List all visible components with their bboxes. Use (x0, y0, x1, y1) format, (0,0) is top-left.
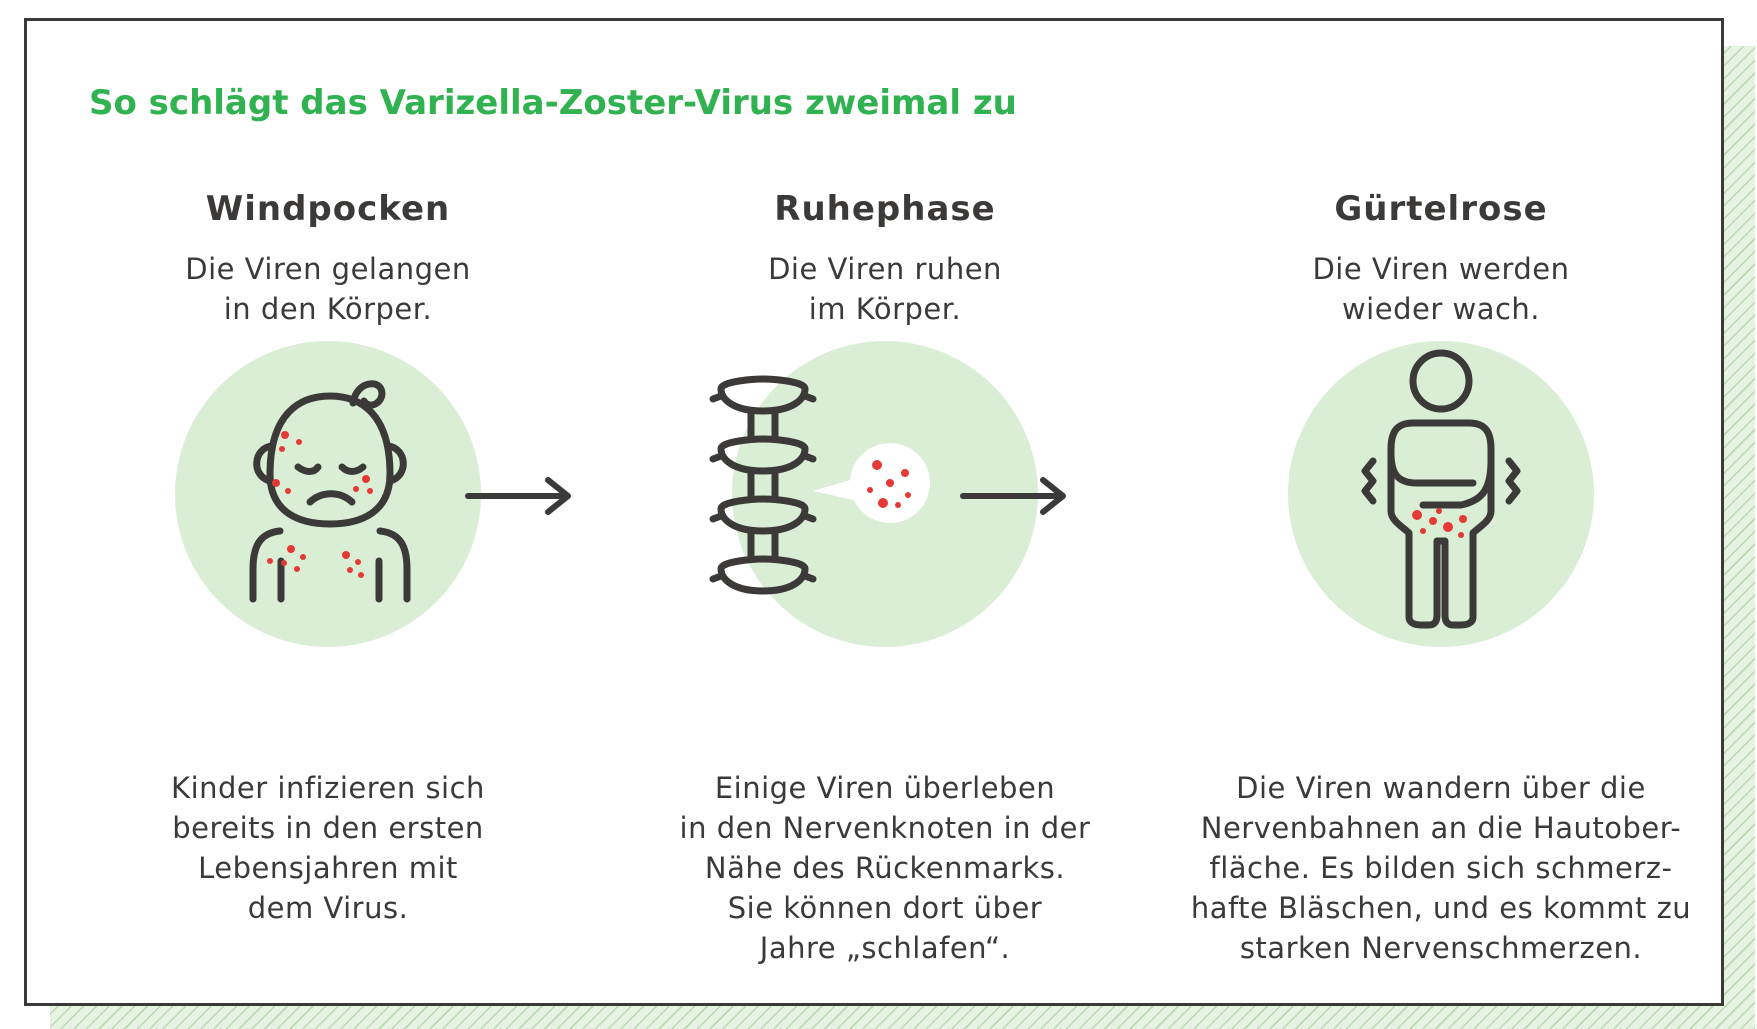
infographic-title: So schlägt das Varizella-Zoster-Virus zw… (89, 83, 1017, 123)
spine-with-virus-icon (709, 341, 1038, 647)
step-subtitle: Die Viren werden wieder wach. (1312, 252, 1570, 326)
child-with-rash-icon (175, 341, 481, 647)
step-description: Kinder infizieren sich bereits in den er… (171, 771, 485, 925)
arrow-right-icon (960, 477, 1066, 515)
person-in-pain-icon (1288, 341, 1594, 647)
arrow-right-icon (465, 477, 571, 515)
step-title: Ruhephase (774, 189, 996, 229)
infographic-card: So schlägt das Varizella-Zoster-Virus zw… (24, 18, 1724, 1006)
step-title: Gürtelrose (1334, 189, 1548, 229)
step-subtitle: Die Viren ruhen im Körper. (768, 252, 1002, 326)
step-title: Windpocken (205, 189, 451, 229)
step-description: Einige Viren überleben in den Nervenknot… (679, 771, 1091, 965)
step-subtitle: Die Viren gelangen in den Körper. (185, 252, 471, 326)
step-description: Die Viren wandern über die Nervenbahnen … (1190, 771, 1692, 965)
